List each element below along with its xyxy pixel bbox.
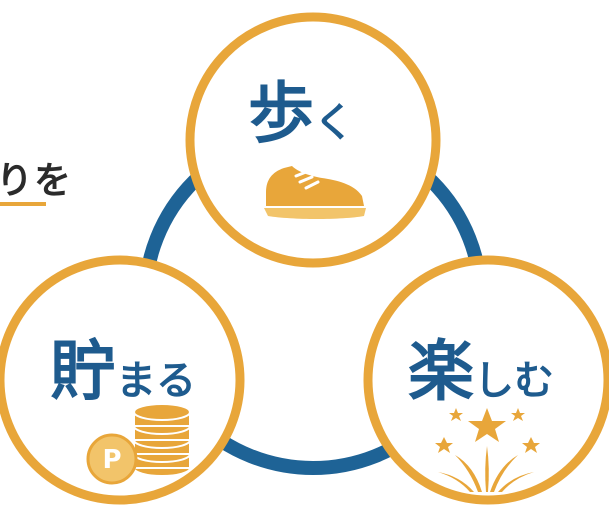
node-walk-label: 歩く [248, 60, 354, 156]
node-save-kanji: 貯 [50, 333, 116, 410]
node-save-kana: まる [116, 358, 196, 404]
node-walk-kanji: 歩 [248, 75, 314, 152]
node-walk [185, 12, 441, 268]
coins-icon [86, 403, 191, 485]
point-coin-label: P [102, 445, 121, 475]
node-enjoy-circle [363, 255, 609, 505]
sneaker-icon [264, 166, 366, 219]
node-enjoy [363, 255, 609, 505]
node-enjoy-label: 楽しむ [408, 318, 554, 414]
node-save-label: 貯まる [50, 318, 196, 414]
partial-heading: りを [0, 159, 72, 202]
node-walk-circle [185, 12, 441, 268]
node-enjoy-kanji: 楽 [408, 333, 474, 410]
heading-underline [0, 202, 46, 206]
stars-icon [435, 408, 540, 492]
node-save [0, 255, 245, 505]
point-coin [86, 433, 138, 485]
node-walk-kana: く [314, 100, 354, 146]
node-enjoy-kana: しむ [474, 358, 554, 404]
